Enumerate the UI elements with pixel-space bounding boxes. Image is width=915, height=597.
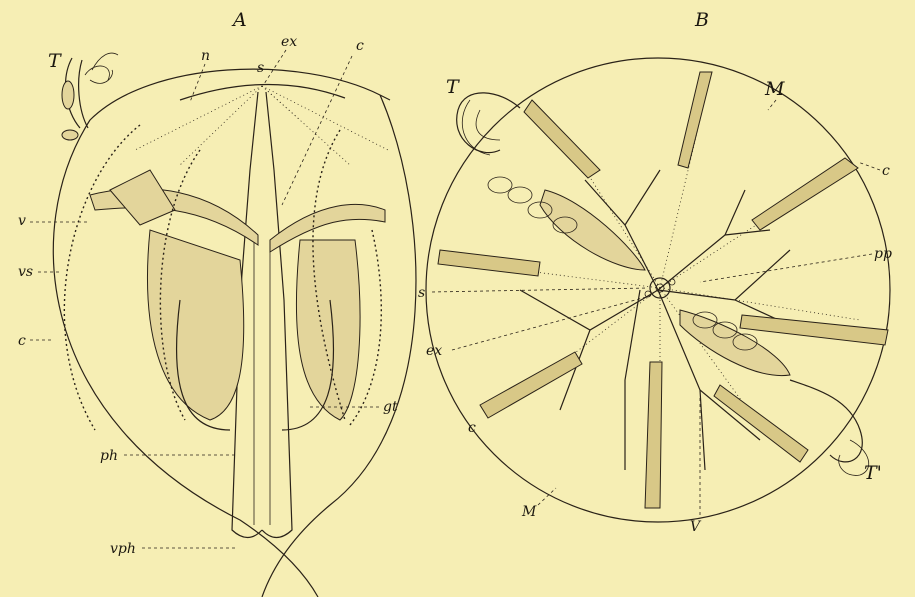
- label-b-V: V: [690, 519, 702, 535]
- label-a-c-left: c: [18, 333, 26, 349]
- label-a-gt: gt: [383, 399, 398, 415]
- label-b-pp: pp: [874, 246, 892, 262]
- label-a-T: T: [48, 50, 62, 72]
- label-b-T: T: [446, 76, 460, 98]
- panel-b-title: B: [694, 9, 709, 31]
- panel-b-tentacle-sheaths: [540, 190, 790, 376]
- label-b-T-prime: T': [864, 462, 882, 484]
- label-a-vph: vph: [110, 541, 136, 557]
- label-a-ex: ex: [281, 34, 297, 50]
- panel-a-title: A: [231, 9, 247, 31]
- label-a-v: v: [18, 213, 26, 229]
- panel-a-canals: [90, 170, 385, 420]
- panel-a: A: [18, 9, 416, 597]
- label-b-ex: ex: [426, 343, 442, 359]
- panel-a-tentacle: [62, 53, 118, 140]
- label-a-s: s: [257, 60, 264, 76]
- label-b-s: s: [418, 285, 425, 301]
- panel-b-dotted-lines: [480, 120, 860, 470]
- label-b-M-bottom: M: [521, 504, 537, 520]
- label-b-c-right: c: [882, 163, 890, 179]
- label-a-vs: vs: [18, 264, 33, 280]
- label-a-n: n: [201, 48, 210, 64]
- label-b-c-left: c: [468, 420, 476, 436]
- panel-b: B: [418, 9, 892, 535]
- panel-a-apical-dotted-lines: [135, 86, 388, 165]
- label-b-M-top: M: [764, 78, 785, 100]
- label-a-ph: ph: [100, 448, 118, 464]
- label-a-c-top: c: [356, 38, 364, 54]
